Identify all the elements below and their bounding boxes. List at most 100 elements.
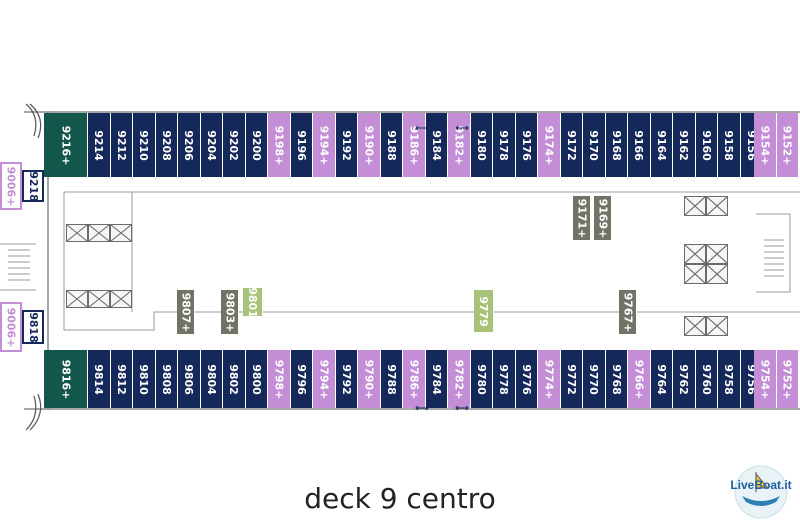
cabin[interactable]: 9774+	[538, 350, 561, 408]
cabin[interactable]: 9212	[110, 113, 133, 177]
cabin[interactable]: 9758	[718, 350, 741, 408]
cabin[interactable]: 9160	[695, 113, 718, 177]
cabin[interactable]: 9006+	[0, 162, 22, 210]
cabin[interactable]: 9218	[22, 170, 44, 202]
cabin[interactable]: 9164	[650, 113, 673, 177]
cabin[interactable]: 9174+	[538, 113, 561, 177]
cabin[interactable]: 9784	[425, 350, 448, 408]
cabin[interactable]: 9779	[474, 290, 494, 332]
cabin-number: 9160	[699, 129, 713, 161]
cabin[interactable]: 9816+	[44, 350, 88, 408]
cabin[interactable]: 9154+	[754, 113, 777, 177]
cabin[interactable]: 9780	[470, 350, 493, 408]
cabin[interactable]: 9807+	[177, 290, 195, 334]
cabin-number: 9818	[26, 311, 40, 343]
cabin-number: 9152+	[780, 125, 794, 165]
cabin[interactable]: 9764	[650, 350, 673, 408]
cabin-number: 9164	[654, 129, 668, 161]
cabin[interactable]: 9808	[155, 350, 178, 408]
stair-curve-bottom-left	[25, 393, 42, 431]
cabin-number: 9802	[227, 363, 241, 395]
cabin[interactable]: 9792	[335, 350, 358, 408]
cabin[interactable]: 9206	[178, 113, 201, 177]
cabin[interactable]: 9812	[110, 350, 133, 408]
cabin[interactable]: 9186+	[403, 113, 426, 177]
cabin[interactable]: 9166	[628, 113, 651, 177]
cabin[interactable]: 9800	[245, 350, 268, 408]
cabin[interactable]: 9196	[290, 113, 313, 177]
cabin[interactable]: 9171+	[573, 196, 591, 240]
cabin[interactable]: 9794+	[313, 350, 336, 408]
cabin[interactable]: 9178	[493, 113, 516, 177]
cabin-number: 9807+	[179, 292, 192, 332]
cabin[interactable]: 9194+	[313, 113, 336, 177]
cabin[interactable]: 9801	[243, 286, 263, 318]
cabin-number: 9208	[159, 129, 173, 161]
cabin[interactable]: 9182+	[448, 113, 471, 177]
cabin-number: 9186+	[407, 125, 421, 165]
cabin[interactable]: 9170	[583, 113, 606, 177]
cabin[interactable]: 9778	[493, 350, 516, 408]
cabin[interactable]: 9152+	[776, 113, 799, 177]
cabin-number: 9808	[159, 363, 173, 395]
cabin-number: 9774+	[542, 359, 556, 399]
cabin-number: 9006+	[4, 166, 18, 206]
cabin[interactable]: 9162	[673, 113, 696, 177]
cabin-number: 9782+	[452, 359, 466, 399]
cabin[interactable]: 9006+	[0, 302, 22, 352]
stair-curve-top-left	[25, 103, 42, 139]
cabin[interactable]: 9760	[695, 350, 718, 408]
cabin[interactable]: 9772	[560, 350, 583, 408]
elevator-box	[706, 196, 728, 216]
cabin[interactable]: 9210	[133, 113, 156, 177]
cabin-number: 9788	[384, 363, 398, 395]
cabin[interactable]: 9810	[133, 350, 156, 408]
cabin[interactable]: 9803+	[221, 290, 239, 334]
cabin[interactable]: 9768	[605, 350, 628, 408]
cabin[interactable]: 9752+	[776, 350, 799, 408]
cabin-number: 9752+	[780, 359, 794, 399]
cabin[interactable]: 9798+	[268, 350, 291, 408]
cabin[interactable]: 9208	[155, 113, 178, 177]
cabin-number: 9780	[474, 363, 488, 395]
cabin[interactable]: 9176	[515, 113, 538, 177]
cabin-number: 9218	[26, 170, 40, 202]
cabin[interactable]: 9782+	[448, 350, 471, 408]
cabin[interactable]: 9796	[290, 350, 313, 408]
cabin[interactable]: 9184	[425, 113, 448, 177]
cabin[interactable]: 9818	[22, 310, 44, 344]
cabin[interactable]: 9169+	[594, 196, 612, 240]
cabin[interactable]: 9814	[88, 350, 111, 408]
cabin[interactable]: 9770	[583, 350, 606, 408]
cabin[interactable]: 9790+	[358, 350, 381, 408]
cabin[interactable]: 9200	[245, 113, 268, 177]
cabin[interactable]: 9202	[223, 113, 246, 177]
cabin[interactable]: 9216+	[44, 113, 88, 177]
cabin[interactable]: 9198+	[268, 113, 291, 177]
elevator-box	[706, 264, 728, 284]
cabin[interactable]: 9776	[515, 350, 538, 408]
cabin[interactable]: 9762	[673, 350, 696, 408]
cabin[interactable]: 9214	[88, 113, 111, 177]
cabin[interactable]: 9766+	[628, 350, 651, 408]
cabin[interactable]: 9190+	[358, 113, 381, 177]
cabin[interactable]: 9168	[605, 113, 628, 177]
cabin[interactable]: 9172	[560, 113, 583, 177]
cabin[interactable]: 9754+	[754, 350, 777, 408]
cabin-number: 9784	[429, 363, 443, 395]
cabin[interactable]: 9804	[200, 350, 223, 408]
cabin[interactable]: 9188	[380, 113, 403, 177]
cabin[interactable]: 9786+	[403, 350, 426, 408]
cabin[interactable]: 9158	[718, 113, 741, 177]
cabin[interactable]: 9806	[178, 350, 201, 408]
cabin[interactable]: 9788	[380, 350, 403, 408]
cabin[interactable]: 9180	[470, 113, 493, 177]
cabin[interactable]: 9802	[223, 350, 246, 408]
cabin[interactable]: 9192	[335, 113, 358, 177]
cabin-number: 9801	[246, 286, 259, 318]
cabin[interactable]: 9767+	[619, 290, 637, 334]
elevator-box	[88, 290, 110, 308]
cabin[interactable]: 9204	[200, 113, 223, 177]
